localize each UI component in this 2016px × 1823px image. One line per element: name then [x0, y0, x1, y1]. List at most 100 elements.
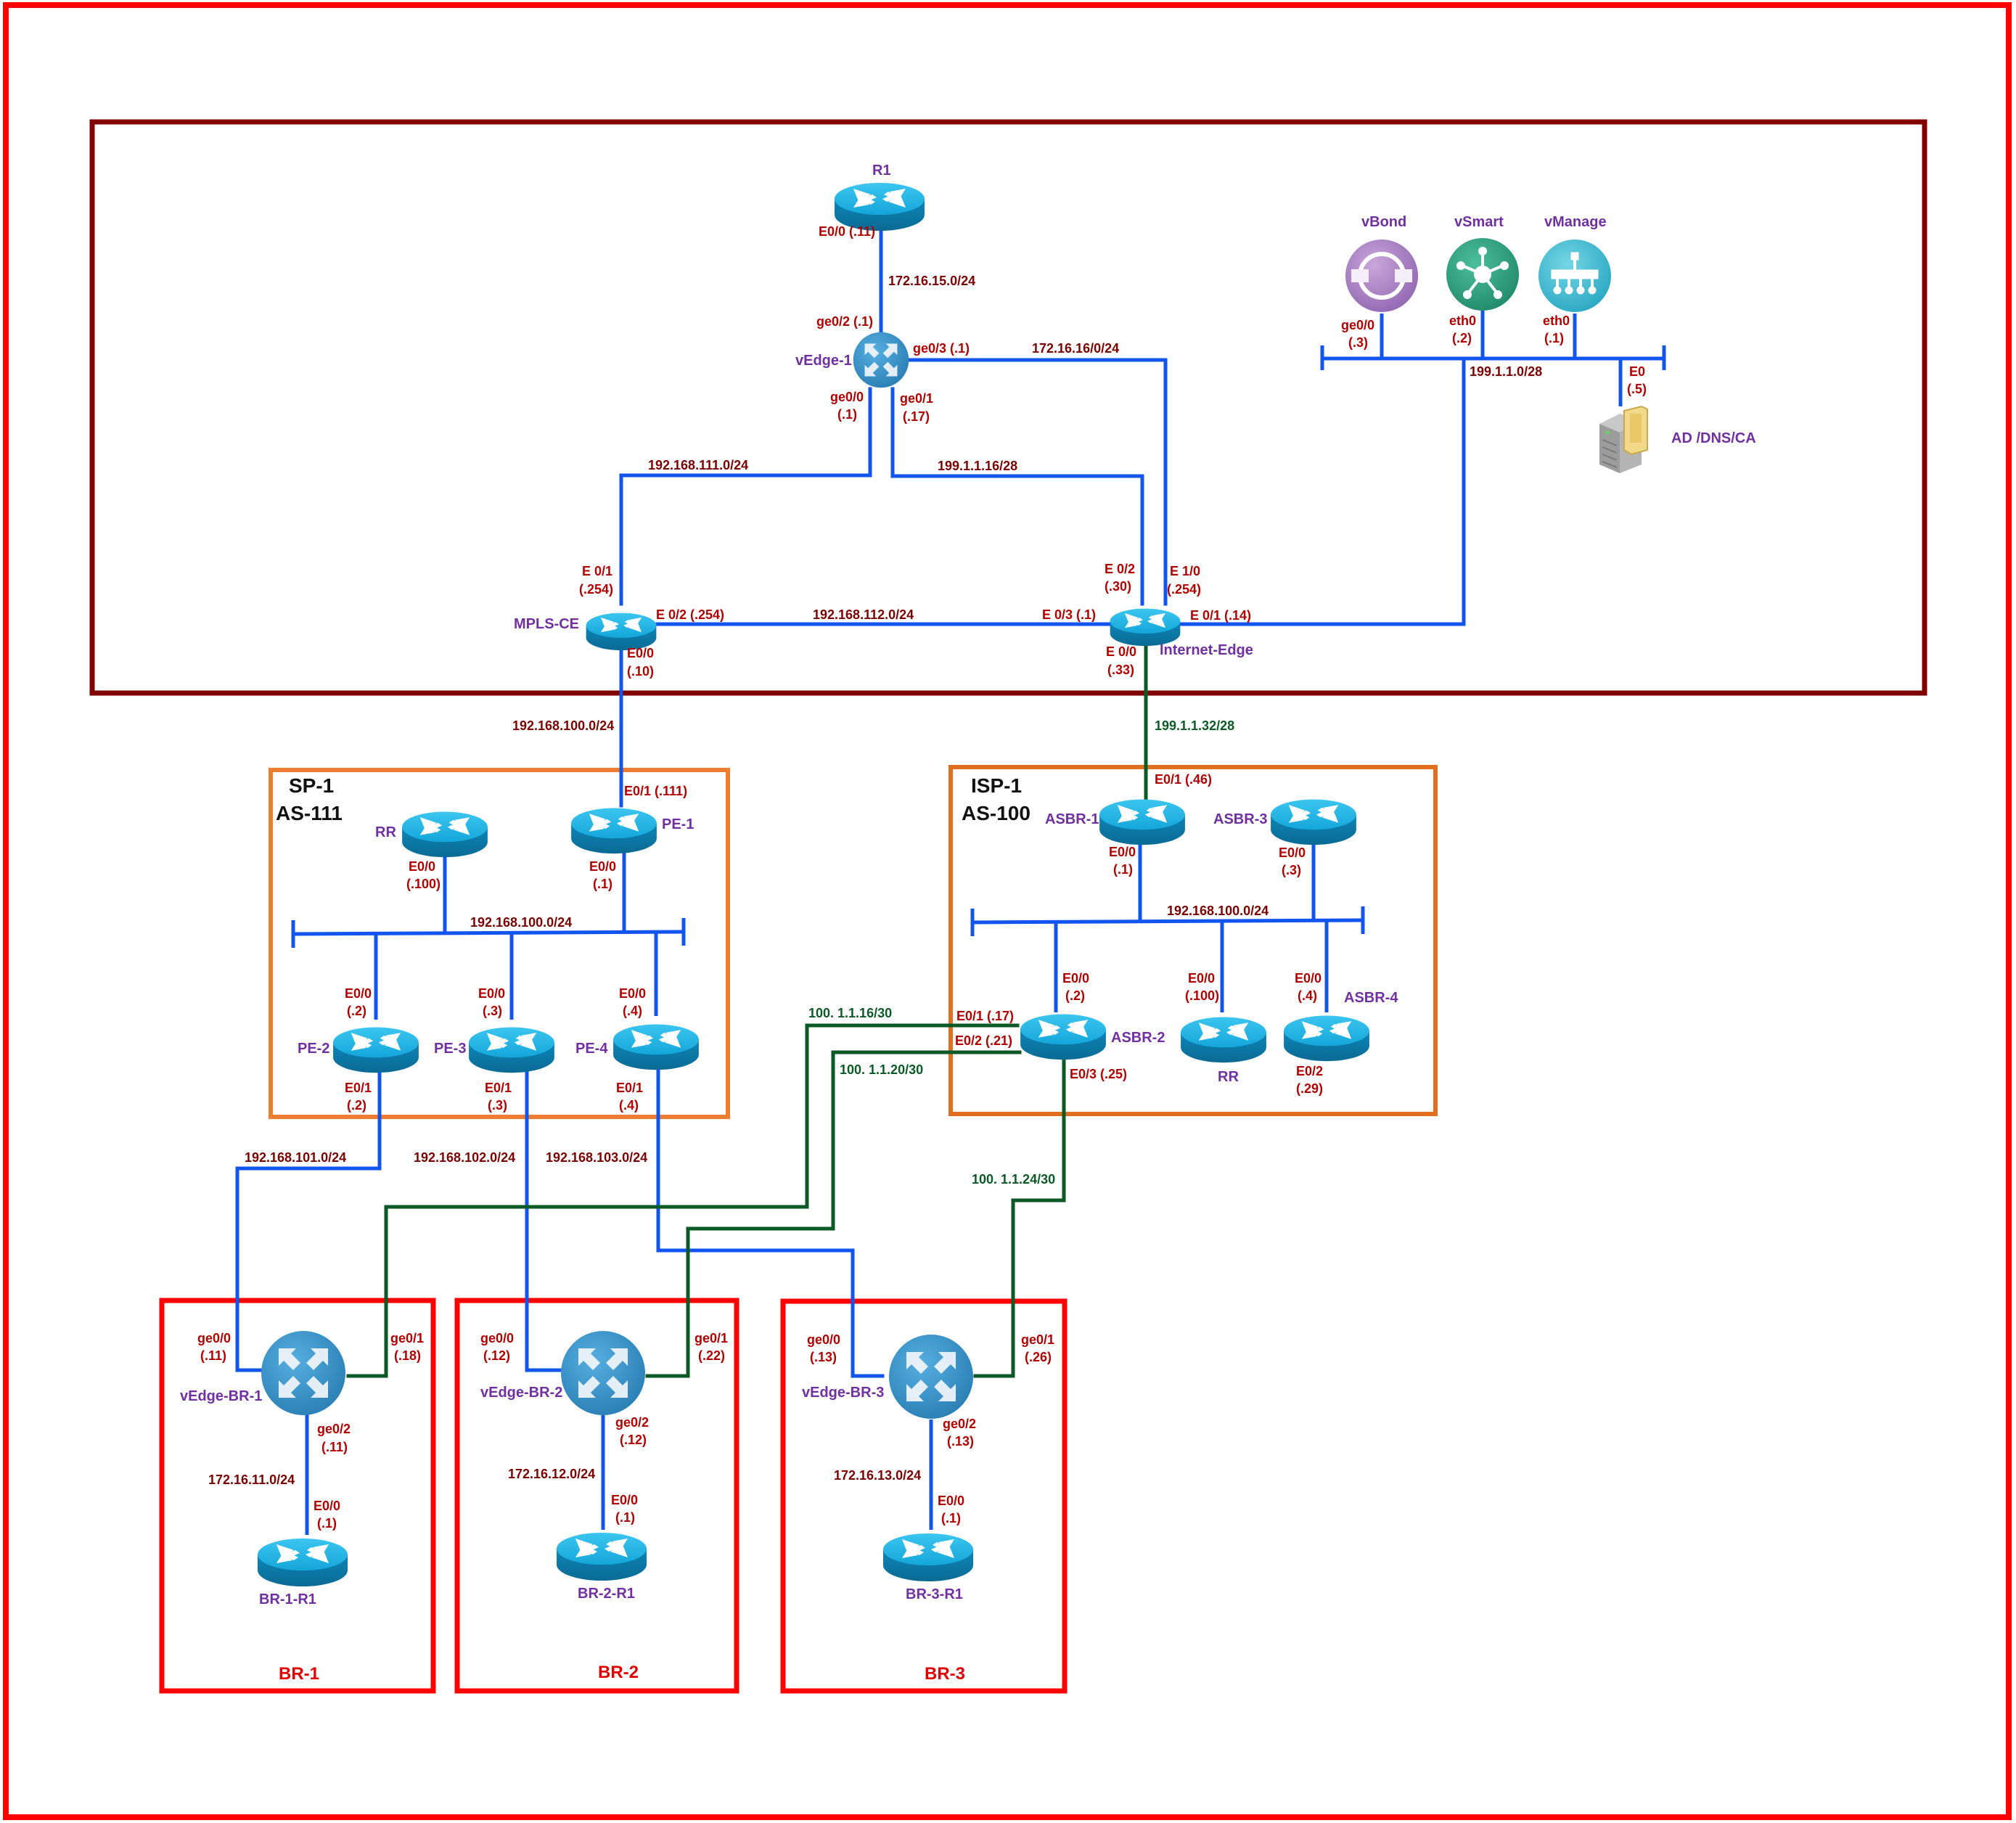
ifc-vedge1-ge00: ge0/0	[830, 390, 864, 404]
ifc-inetedge-e10-ip: (.254)	[1167, 582, 1201, 597]
label-vedgebr3: vEdge-BR-3	[802, 1385, 884, 1401]
router-mplsce[interactable]	[586, 613, 657, 651]
label-br2r1: BR-2-R1	[578, 1586, 635, 1602]
router-br2r1[interactable]	[557, 1533, 647, 1581]
net-172-16-13: 172.16.13.0/24	[834, 1468, 921, 1483]
net-192-168-101: 192.168.101.0/24	[245, 1150, 346, 1165]
server-icon[interactable]	[1599, 405, 1648, 473]
ifc-vedgebr1-ge00-ip: (.11)	[200, 1348, 226, 1363]
vedge-vedgebr2[interactable]	[561, 1331, 645, 1415]
ifc-sprr-e00: E0/0	[409, 859, 435, 874]
sp-lan-bus	[292, 930, 684, 936]
ifc-asbr2-e00: E0/0	[1062, 971, 1089, 986]
ifc-br3r1-e00-ip: (.1)	[941, 1511, 961, 1525]
ifc-vedgebr2-ge02-ip: (.12)	[620, 1433, 647, 1447]
net-192-168-112: 192.168.112.0/24	[813, 607, 914, 622]
router-asbr1[interactable]	[1099, 799, 1185, 845]
ifc-asbr4-e00-ip: (.4)	[1298, 988, 1317, 1003]
net-100-1-1-20: 100. 1.1.20/30	[840, 1062, 923, 1077]
vedge-vedge1[interactable]	[853, 332, 909, 388]
link-asbr2-vedgebr3[interactable]	[973, 1058, 1066, 1378]
ifc-pe3-e00: E0/0	[478, 986, 505, 1001]
router-br3r1[interactable]	[883, 1533, 973, 1581]
net-100-1-1-24: 100. 1.1.24/30	[972, 1172, 1055, 1187]
net-sp-lan: 192.168.100.0/24	[470, 915, 572, 930]
router-pe3[interactable]	[469, 1027, 554, 1073]
net-192-168-100-link: 192.168.100.0/24	[512, 718, 614, 733]
hq-group-box	[89, 119, 1927, 696]
link-pe2-vedgebr1[interactable]	[235, 1065, 382, 1372]
ifc-vedgebr3-ge01: ge0/1	[1021, 1332, 1054, 1347]
ifc-mplsce-e02: E 0/2 (.254)	[656, 607, 724, 622]
router-isp-rr[interactable]	[1181, 1017, 1266, 1063]
ifc-vsmart-ip: (.2)	[1452, 331, 1472, 345]
link-vedge1-ge01-inetedge[interactable]	[890, 387, 1144, 606]
link-pe4-vedgebr3[interactable]	[656, 1065, 885, 1378]
label-vedge1: vEdge-1	[795, 353, 852, 369]
ifc-mplsce-e00: E0/0	[627, 646, 654, 660]
ifc-ad: E0	[1629, 364, 1645, 379]
net-172-16-11: 172.16.11.0/24	[208, 1472, 295, 1487]
vedge-vedgebr1[interactable]	[261, 1331, 345, 1415]
vedge-vedgebr3[interactable]	[889, 1335, 973, 1419]
router-br1r1[interactable]	[258, 1539, 348, 1586]
ifc-vedge1-ge01: ge0/1	[900, 391, 933, 406]
ifc-vedgebr3-ge02-ip: (.13)	[947, 1434, 974, 1449]
isp1-name: ISP-1	[971, 774, 1022, 797]
ifc-r1-e00: E0/0 (.11)	[819, 224, 875, 239]
label-asbr2: ASBR-2	[1111, 1030, 1165, 1046]
vsmart-icon[interactable]	[1446, 238, 1519, 311]
ifc-asbr3-e00: E0/0	[1279, 845, 1306, 860]
router-sp-rr[interactable]	[402, 811, 488, 858]
router-asbr3[interactable]	[1271, 799, 1356, 845]
ifc-vedgebr1-ge02-ip: (.11)	[321, 1440, 348, 1454]
ifc-vbond: ge0/0	[1341, 318, 1374, 332]
sp1-as: AS-111	[276, 802, 343, 824]
interface-labels: E0/0 (.11) ge0/2 (.1) ge0/3 (.1) ge0/0 (…	[197, 224, 1647, 1531]
ifc-vedgebr3-ge00: ge0/0	[807, 1332, 840, 1347]
link-vedge1-ge00-mplsce[interactable]	[619, 387, 872, 606]
ifc-isprr-e00: E0/0	[1188, 971, 1215, 986]
net-199-1-1-16: 199.1.1.16/28	[938, 459, 1017, 473]
net-199-1-1-0: 199.1.1.0/28	[1470, 364, 1542, 379]
ifc-mplsce-e01: E 0/1	[582, 564, 612, 578]
router-pe1[interactable]	[571, 808, 657, 854]
ifc-vedgebr1-ge00: ge0/0	[197, 1331, 231, 1345]
router-pe4[interactable]	[613, 1024, 699, 1070]
vmanage-icon[interactable]	[1538, 239, 1611, 312]
isp1-as: AS-100	[962, 802, 1030, 824]
router-asbr2[interactable]	[1020, 1014, 1106, 1060]
label-inetedge: Internet-Edge	[1160, 642, 1253, 658]
link-vedge1-ge03-inetedge[interactable]	[906, 358, 1168, 606]
label-vmanage: vManage	[1544, 214, 1607, 230]
ifc-mplsce-e00-ip: (.10)	[627, 664, 654, 679]
network-labels: 172.16.15.0/24 172.16.16/0/24 199.1.1.0/…	[208, 274, 1542, 1487]
ifc-asbr4-e00: E0/0	[1295, 971, 1322, 986]
ifc-asbr1-e01: E0/1 (.46)	[1155, 772, 1212, 787]
label-r1: R1	[872, 163, 891, 179]
ifc-pe2-e00-ip: (.2)	[347, 1004, 366, 1018]
isp1-group-box	[948, 765, 1438, 1116]
ifc-inetedge-e00: E 0/0	[1106, 644, 1136, 659]
ifc-asbr4-e02-ip: (.29)	[1296, 1081, 1323, 1096]
br2-group-box	[454, 1298, 739, 1694]
router-pe2[interactable]	[333, 1027, 419, 1073]
link-asbr2-vedgebr1[interactable]	[346, 1023, 1020, 1378]
router-inetedge[interactable]	[1110, 608, 1181, 647]
link-inetedge-controllers[interactable]	[1175, 356, 1466, 626]
ifc-inetedge-e02: E 0/2	[1105, 562, 1135, 576]
ifc-vedgebr2-ge00-ip: (.12)	[483, 1348, 510, 1363]
router-asbr4[interactable]	[1284, 1015, 1369, 1062]
link-pe3-vedgebr2[interactable]	[525, 1065, 567, 1372]
ifc-vedgebr3-ge00-ip: (.13)	[810, 1350, 837, 1364]
ifc-br2r1-e00: E0/0	[611, 1493, 638, 1507]
ifc-asbr2-e03: E0/3 (.25)	[1070, 1067, 1127, 1081]
link-asbr2-vedgebr2[interactable]	[645, 1050, 1022, 1378]
ifc-inetedge-e10: E 1/0	[1170, 564, 1200, 578]
ifc-asbr1-e00-ip: (.1)	[1113, 862, 1133, 877]
links	[235, 224, 1666, 1535]
ifc-asbr2-e00-ip: (.2)	[1065, 988, 1085, 1003]
vbond-icon[interactable]	[1345, 239, 1418, 312]
ifc-pe3-e01-ip: (.3)	[488, 1098, 507, 1113]
ifc-vedgebr1-ge01-ip: (.18)	[394, 1348, 421, 1363]
